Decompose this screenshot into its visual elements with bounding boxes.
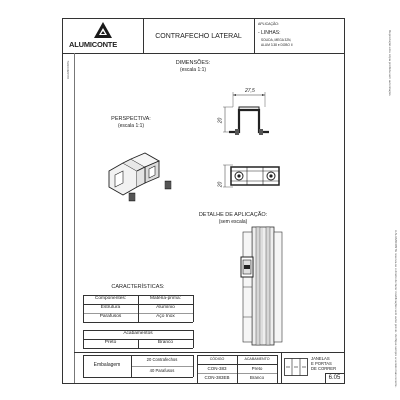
dimensions-scale: (escala 1:1) <box>179 67 207 73</box>
category-separator <box>281 352 282 383</box>
table-cell: Alumínio <box>156 305 175 310</box>
lines-value-2: ALUM 3.38 e DOBO II <box>261 43 293 47</box>
packaging-value: 20 Contrafechos <box>146 357 178 362</box>
page-number-box-top <box>325 373 344 374</box>
height-dimension-top: 20 <box>217 117 224 124</box>
application-detail-scale: (sem escala) <box>218 219 248 225</box>
finish-option: Branco <box>157 340 174 345</box>
application-label: APLICAÇÃO: <box>258 22 280 26</box>
header-separator-1 <box>143 19 144 53</box>
technical-sheet: ALUMICONTE CONTRAFECHO LATERAL APLICAÇÃO… <box>62 18 345 384</box>
finishes-title: Acabamentos <box>123 331 153 336</box>
copyright-note: Reprodução e/ou cópia proibida sem autor… <box>388 30 392 97</box>
packaging-label: Embalagem <box>93 362 121 368</box>
category-line: DE CORRER <box>311 366 337 371</box>
codes-header-code: CÓDIGO <box>209 357 225 361</box>
characteristics-table: Componentes: Matéria-prima: Estrutura Al… <box>83 295 194 323</box>
product-finish: Branco <box>249 375 265 380</box>
perspective-drawing <box>108 152 172 202</box>
finishes-table: Acabamentos Preto Branco <box>83 330 194 350</box>
dimension-side-view <box>223 164 280 188</box>
finish-option: Preto <box>104 340 117 345</box>
characteristics-title: CARACTERÍSTICAS: <box>111 284 165 290</box>
perspective-title: PERSPECTIVA: <box>111 116 151 122</box>
lines-label: - LINHAS: <box>258 30 281 36</box>
category-line: JANELAS <box>311 356 330 361</box>
packaging-value: 40 Parafusos <box>149 368 175 373</box>
dimension-front-view <box>223 92 269 135</box>
packaging-table: Embalagem 20 Contrafechos 40 Parafusos <box>83 355 194 378</box>
characteristics-header-material: Matéria-prima: <box>150 296 181 301</box>
left-margin-line <box>74 53 75 383</box>
perspective-scale: (escala 1:1) <box>117 123 145 129</box>
left-side-note: ALUMICONTE <box>66 60 70 79</box>
sliding-window-icon <box>284 358 308 376</box>
brand-name: ALUMICONTE <box>69 40 117 49</box>
header-separator-2 <box>254 19 255 53</box>
codes-table: CÓDIGO ACABAMENTO CON-383 Preto CON-383E… <box>197 355 278 383</box>
bottom-strip-top-line <box>74 352 344 353</box>
characteristics-header-component: Componentes: <box>94 296 127 301</box>
category-line: E PORTAS <box>311 361 332 366</box>
disclaimer-note: A ALUMICONTE reserva-se o direito de faz… <box>394 230 398 388</box>
product-finish: Preto <box>251 365 263 371</box>
table-cell: Parafusos <box>99 314 122 319</box>
lines-value-1: SOLIDA, MEGA 32N, <box>261 38 292 42</box>
header-divider <box>63 53 344 54</box>
page-number: 6.05 <box>328 375 341 381</box>
page-title: CONTRAFECHO LATERAL <box>155 33 242 40</box>
width-dimension: 27,5 <box>245 88 255 94</box>
product-code: CON-383 <box>207 365 227 371</box>
height-dimension-bottom: 20 <box>217 181 224 188</box>
table-cell: Aço Inox <box>156 314 175 319</box>
application-detail-drawing <box>240 226 283 346</box>
table-cell: Estrutura <box>100 305 121 310</box>
product-code: CON-383EB <box>204 375 230 380</box>
brand-logo-icon <box>94 22 112 38</box>
codes-header-finish: ACABAMENTO <box>244 357 270 361</box>
page-number-box-left <box>325 373 326 383</box>
dimensions-title: DIMENSÕES: <box>175 60 211 66</box>
application-detail-title: DETALHE DE APLICAÇÃO: <box>198 212 268 218</box>
